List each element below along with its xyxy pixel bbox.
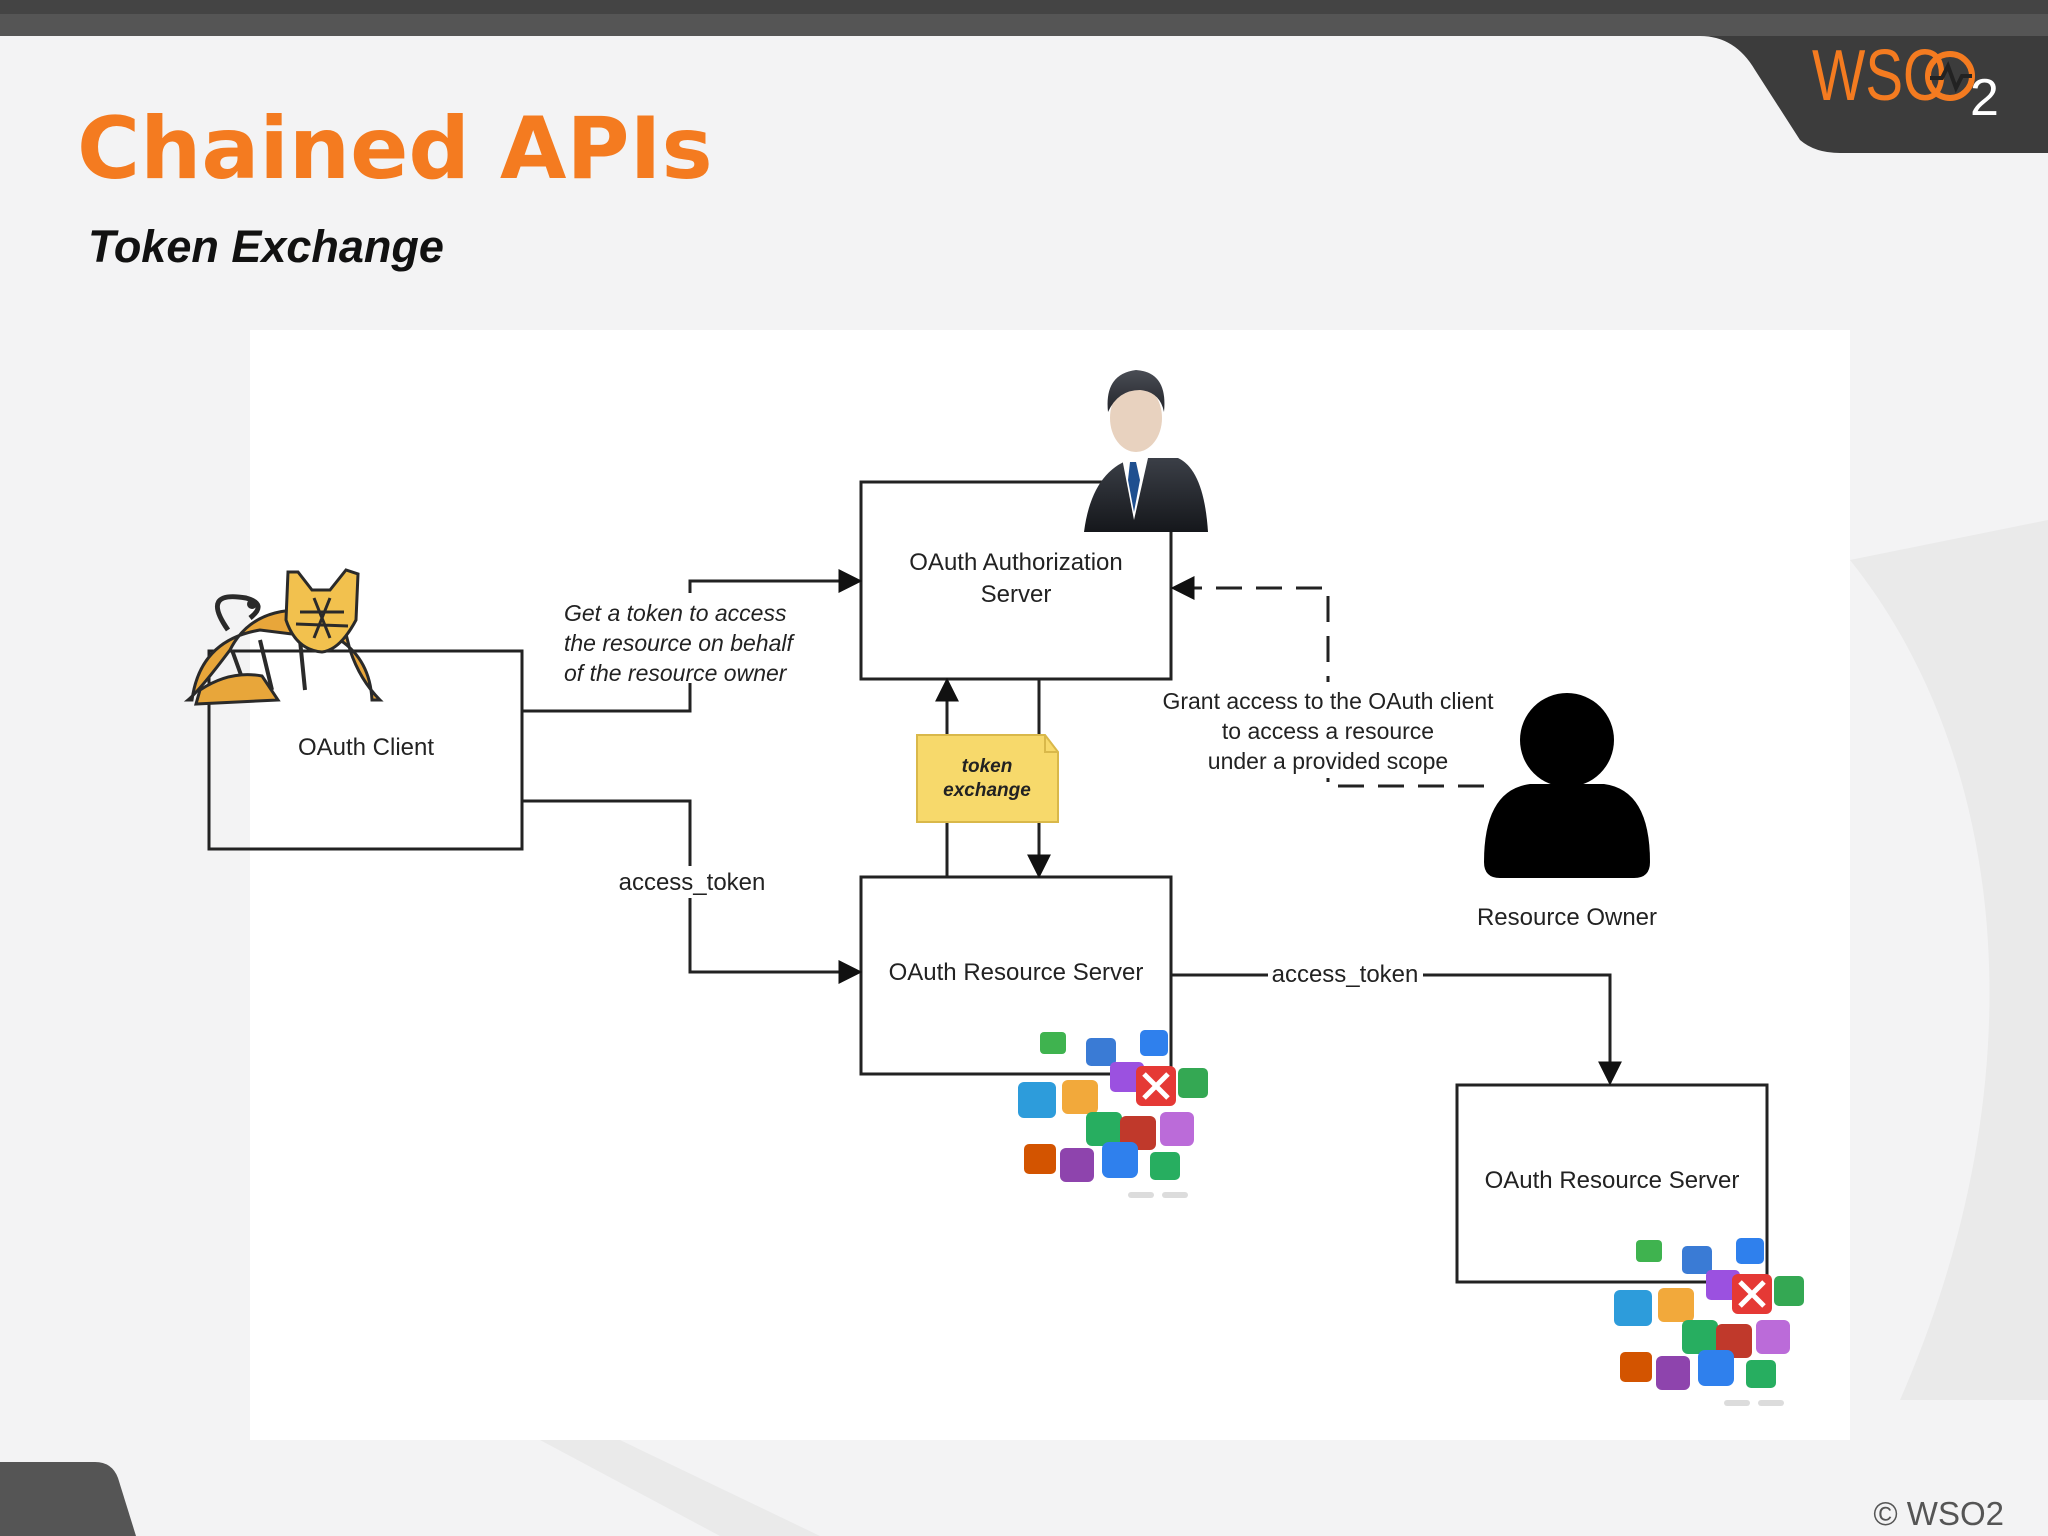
auth-server-label-line1: OAuth Authorization [909, 549, 1122, 576]
auth-server-label-line2: Server [981, 581, 1052, 608]
resource-server-1-node: OAuth Resource Server [859, 875, 1173, 1076]
token-exchange-line1: token [962, 756, 1013, 777]
logo-text: WSO [1812, 36, 1947, 116]
logo-tab [1700, 36, 2048, 153]
logo-subscript: 2 [1970, 69, 1999, 127]
access-token-label-2: access_token [1272, 961, 1419, 988]
grant-label-line1: Grant access to the OAuth client [1162, 688, 1494, 714]
slide-subtitle: Token Exchange [88, 221, 444, 272]
resource-server-2-label: OAuth Resource Server [1485, 1167, 1740, 1194]
access-token-label-1: access_token [619, 869, 766, 896]
resource-owner-label: Resource Owner [1477, 904, 1657, 931]
resource-server-1-label: OAuth Resource Server [889, 959, 1144, 986]
watermark-shape-bottom [540, 1440, 820, 1536]
wso2-logo: WSO 2 [1812, 36, 1999, 127]
grant-label-line2: to access a resource [1222, 718, 1434, 744]
get-token-label-line3: of the resource owner [564, 660, 788, 686]
copyright-footer: © WSO2 [1873, 1495, 2004, 1532]
watermark-shape [1850, 520, 2048, 1400]
get-token-label-line1: Get a token to access [564, 600, 787, 626]
businessman-icon [1084, 370, 1208, 532]
tomcat-icon [183, 568, 384, 706]
oauth-client-label: OAuth Client [298, 734, 434, 761]
token-exchange-note: token exchange [916, 734, 1059, 823]
app-icons-cluster-1 [1018, 1030, 1208, 1198]
token-exchange-line2: exchange [943, 780, 1031, 801]
bottom-corner [0, 1462, 136, 1536]
resource-server-2-node: OAuth Resource Server [1455, 1083, 1769, 1284]
oauth-client-node: OAuth Client [207, 649, 524, 851]
pulse-icon [1930, 60, 1972, 94]
user-silhouette-icon [1484, 693, 1650, 878]
grant-label-line3: under a provided scope [1208, 748, 1448, 774]
get-token-label-line2: the resource on behalf [564, 630, 795, 656]
app-icons-cluster-2 [1614, 1238, 1804, 1406]
slide-title: Chained APIs [77, 99, 713, 199]
